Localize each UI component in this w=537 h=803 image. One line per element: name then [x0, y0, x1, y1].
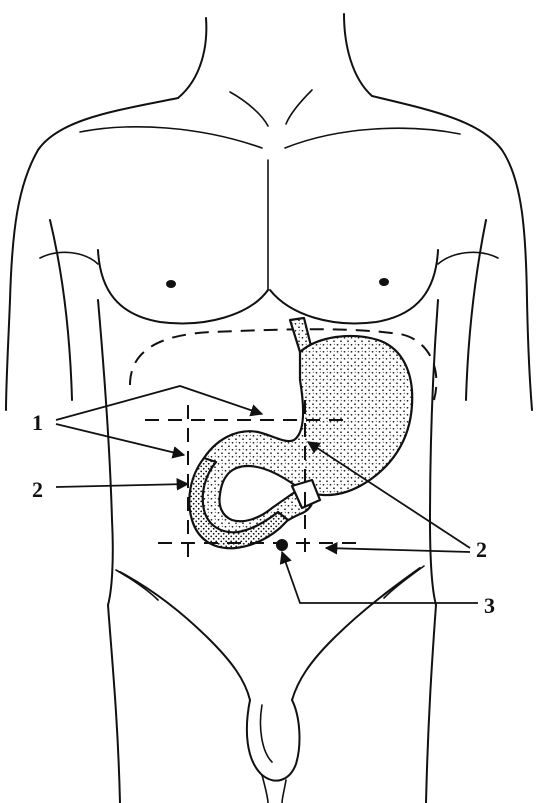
- left-shoulder: [6, 98, 178, 410]
- left-leg: [108, 605, 120, 803]
- stomach-group: [189, 318, 412, 548]
- right-inner-arm: [466, 220, 486, 400]
- right-flank: [430, 300, 438, 605]
- right-inner-leg: [282, 780, 286, 803]
- left-clavicle: [80, 127, 262, 148]
- label-1: 1: [32, 410, 43, 435]
- leader-2-right-lower: [326, 548, 470, 552]
- torso-outline: [6, 14, 532, 803]
- leader-1-lower: [56, 424, 184, 455]
- reference-point: [276, 539, 288, 551]
- neck-left: [178, 18, 206, 98]
- label-2-right: 2: [476, 537, 487, 562]
- left-hip-crease: [116, 570, 158, 600]
- leader-1-upper: [56, 386, 262, 420]
- left-flank: [98, 300, 113, 605]
- right-groin: [292, 568, 420, 700]
- left-groin: [120, 572, 250, 700]
- genital-outline: [247, 700, 300, 781]
- left-pectoral: [98, 250, 268, 323]
- throat-line-right: [286, 90, 312, 124]
- right-leg: [426, 605, 436, 803]
- left-armpit: [40, 252, 98, 264]
- leader-lines: [56, 386, 478, 603]
- label-3: 3: [484, 593, 495, 618]
- left-nipple: [166, 280, 176, 288]
- right-nipple: [379, 278, 389, 286]
- right-hip-crease: [384, 566, 424, 598]
- throat-line: [230, 92, 268, 126]
- leader-2-left: [56, 484, 188, 487]
- genital-inner: [260, 705, 272, 762]
- neck-right: [344, 14, 372, 96]
- right-armpit: [438, 252, 498, 264]
- left-inner-arm: [50, 220, 72, 400]
- right-clavicle: [285, 128, 460, 148]
- stomach: [193, 336, 412, 543]
- right-pectoral: [270, 250, 438, 323]
- label-2-left: 2: [32, 477, 43, 502]
- leader-3: [282, 552, 478, 603]
